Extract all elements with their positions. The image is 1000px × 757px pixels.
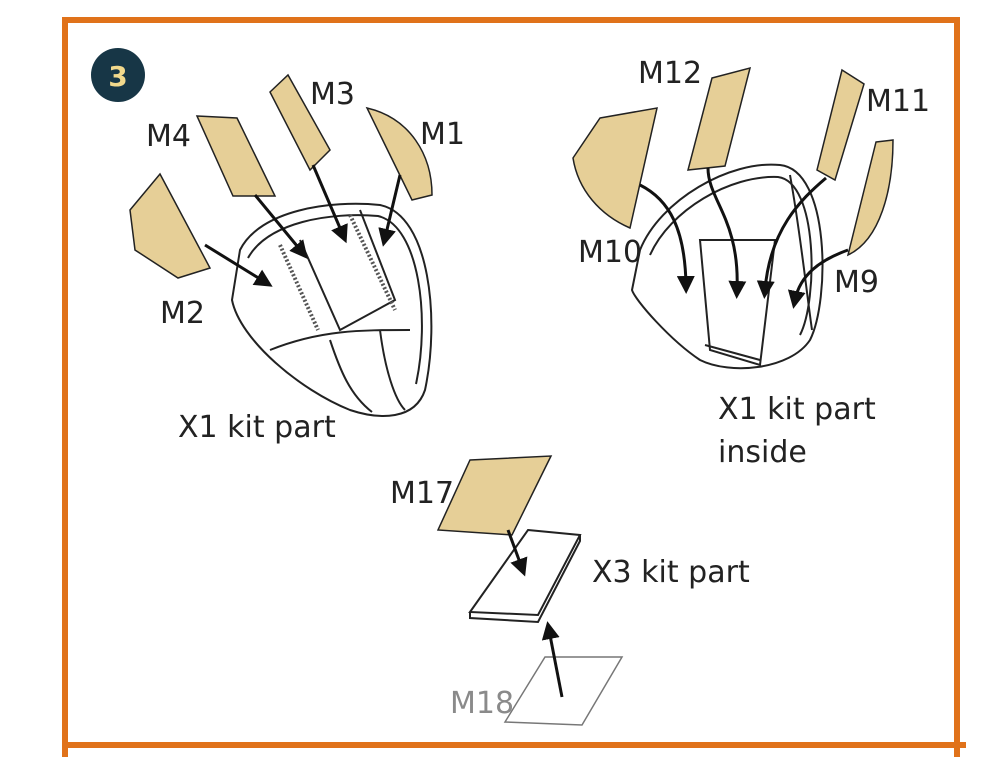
label-m10: M10	[578, 235, 642, 270]
label-m3: M3	[310, 77, 355, 112]
step-badge: 3	[91, 48, 145, 102]
label-x1-kit-part-inside: X1 kit part	[718, 392, 876, 427]
label-x1-kit-part: X1 kit part	[178, 410, 336, 445]
step-frame-bottom	[62, 742, 966, 748]
canopy-x1-inside	[630, 163, 824, 370]
label-inside: inside	[718, 435, 807, 470]
label-m1: M1	[420, 117, 465, 152]
label-m9: M9	[834, 265, 879, 300]
decal-m18	[503, 656, 624, 726]
label-x3-kit-part: X3 kit part	[592, 555, 750, 590]
label-m17: M17	[390, 476, 454, 511]
decal-m11	[816, 68, 865, 182]
step-number: 3	[108, 60, 127, 93]
decal-m9	[846, 139, 894, 257]
arrows-x1	[204, 164, 402, 287]
arrows-x3	[506, 529, 564, 698]
decal-m10	[572, 107, 658, 230]
arrows-x1-inside	[639, 167, 849, 309]
part-x3	[468, 528, 582, 624]
step-frame	[62, 17, 960, 757]
decal-m4	[195, 115, 277, 197]
label-m18: M18	[450, 686, 514, 721]
label-m4: M4	[146, 119, 191, 154]
label-m2: M2	[160, 296, 205, 331]
decal-m17	[436, 455, 553, 536]
label-m11: M11	[866, 84, 930, 119]
canopy-x1-outside	[230, 202, 433, 417]
decal-m1	[365, 106, 433, 201]
label-m12: M12	[638, 56, 702, 91]
decal-m12	[686, 66, 752, 171]
decal-m3	[269, 73, 331, 172]
decal-m2	[129, 172, 212, 279]
